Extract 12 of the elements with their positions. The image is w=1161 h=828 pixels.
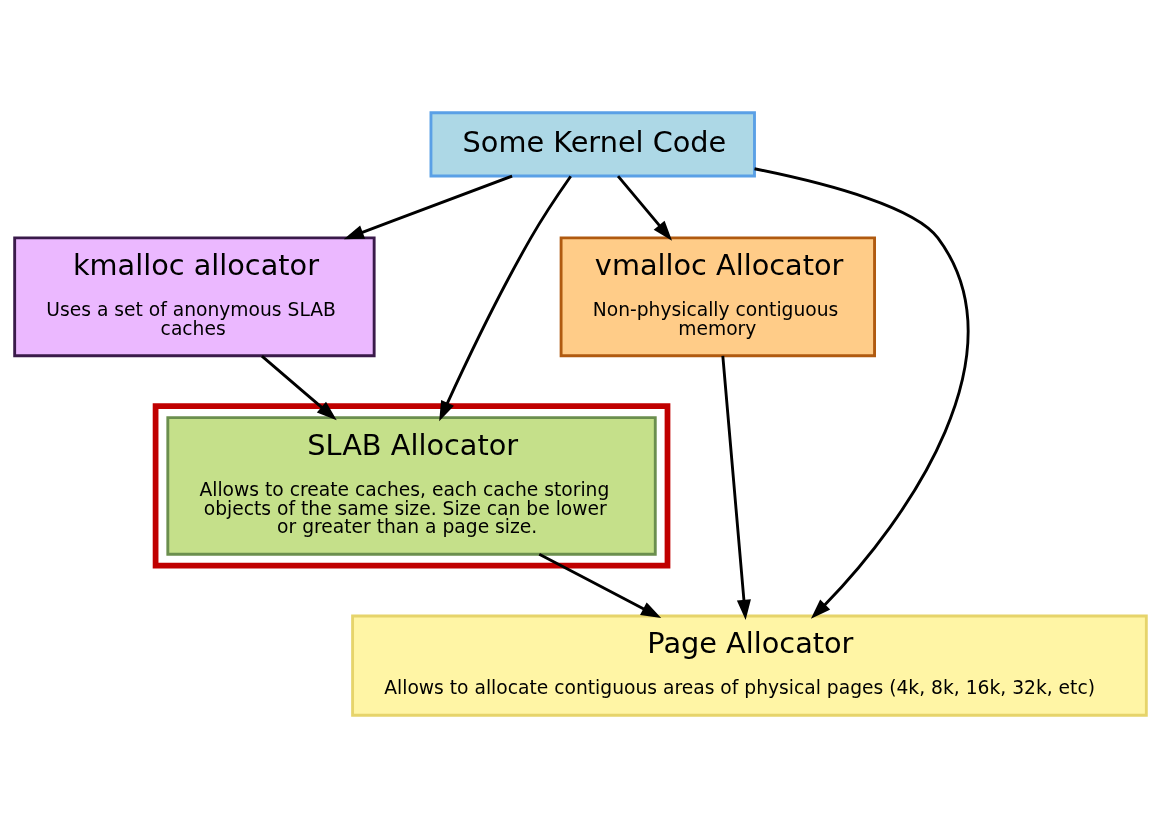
arrow [343,174,513,240]
node-box: kmalloc allocator Uses a set of anonymous SLAB caches [13,236,376,358]
arrow [721,355,751,621]
node-box: vmalloc Allocator Non-physically contiguous memory [559,236,876,358]
node-box: SLAB Allocator Allows to create caches, each cache storing objects of the same size. Size can be lower or greater than a page size. [166,416,657,556]
node-box: Some Kernel Code [429,111,756,178]
arrow [439,175,572,422]
node-box: Page Allocator Allows to allocate contiguous areas of physical pages (4k, 8k, 16k, 32k, etc) [351,614,1148,717]
arrow [261,355,337,421]
arrow [616,175,673,241]
arrow [538,552,662,618]
arrow [754,167,970,619]
